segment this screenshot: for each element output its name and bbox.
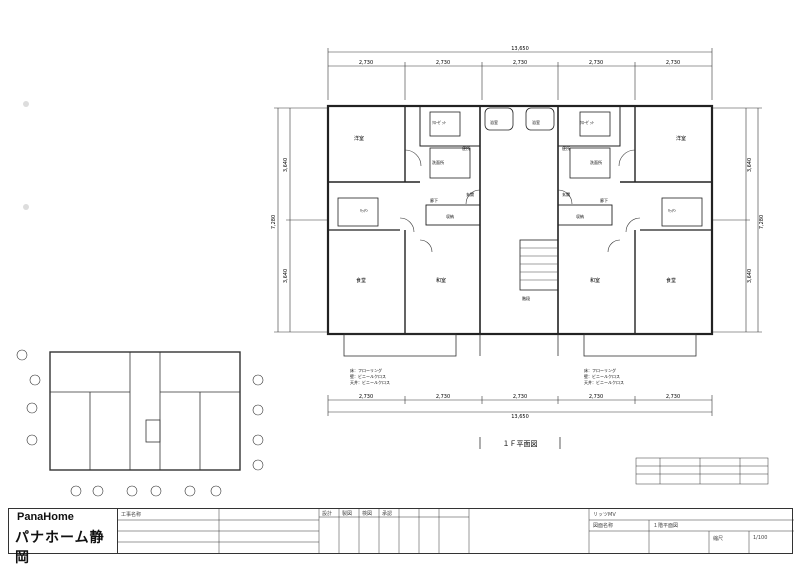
room-label-closet-right: ｸﾛｰｾﾞｯﾄ	[580, 119, 594, 125]
top-dimension-lines	[327, 48, 713, 100]
finish-note-2: 壁：ビニールクロス	[350, 373, 386, 379]
room-label-stair: 階段	[522, 295, 530, 301]
room-label-dining-left: 食堂	[356, 277, 366, 284]
room-label-entrance-right: 玄関	[562, 191, 570, 197]
tb-drafting: 製図	[342, 511, 353, 517]
dim-top-total: 13,650	[511, 46, 529, 52]
dim-top-seg-5: 2,730	[666, 60, 680, 66]
finish-note-4: 床：フローリング	[584, 367, 616, 373]
room-label-entrance-left: 玄関	[466, 191, 474, 197]
room-label-bath-left: 浴室	[490, 119, 498, 125]
room-label-upper-right: 洋室	[676, 135, 686, 142]
room-label-dining-right: 食堂	[666, 277, 676, 284]
dim-left-total: 7,280	[271, 215, 277, 229]
punch-hole-top	[23, 101, 29, 107]
key-plan-grid-markers	[16, 349, 264, 497]
room-label-closet-left: ｸﾛｰｾﾞｯﾄ	[432, 119, 446, 125]
stair-treads	[520, 247, 558, 281]
room-label-kitchen-right: ｷｯﾁﾝ	[668, 208, 676, 213]
finish-note-3: 天井：ビニールクロス	[350, 379, 390, 385]
room-label-wash-right: 洗面所	[590, 159, 602, 165]
dim-top-seg-3: 2,730	[513, 60, 527, 66]
room-label-bath-right: 浴室	[532, 119, 540, 125]
tb-drawing-name-label: 図面名称	[593, 523, 614, 529]
floor-plan-walls	[326, 104, 714, 336]
dim-left-seg-2: 3,640	[283, 269, 289, 283]
dim-top-seg-2: 2,730	[436, 60, 450, 66]
tb-scale-label: 縮尺	[713, 536, 724, 542]
revision-table	[635, 457, 769, 485]
tb-design: 設計	[322, 511, 333, 517]
finish-note-1: 床：フローリング	[350, 367, 382, 373]
room-label-japanese-left: 和室	[436, 277, 446, 284]
room-label-kitchen-left: ｷｯﾁﾝ	[360, 208, 368, 213]
dim-bottom-total: 13,650	[511, 414, 529, 420]
dim-top-seg-4: 2,730	[589, 60, 603, 66]
room-label-hall-left: 廊下	[430, 197, 438, 203]
room-label-hall-right: 廊下	[600, 197, 608, 203]
room-label-storage-right: 収納	[576, 213, 584, 219]
room-label-wash-left: 洗面所	[432, 159, 444, 165]
punch-hole-bottom	[23, 204, 29, 210]
room-label-japanese-right: 和室	[590, 277, 600, 284]
tb-scale-value: 1/100	[753, 535, 768, 541]
dim-bottom-seg-3: 2,730	[513, 394, 527, 400]
dim-top-seg-1: 2,730	[359, 60, 373, 66]
bottom-dimension-lines	[327, 395, 713, 416]
finish-note-5: 壁：ビニールクロス	[584, 373, 620, 379]
tb-product: リッツMV	[593, 512, 616, 518]
tb-approval: 承認	[382, 511, 393, 517]
dim-right-seg-2: 3,640	[747, 269, 753, 283]
room-label-upper-left: 洋室	[354, 135, 364, 142]
brand-name: パナホーム静岡	[15, 530, 105, 566]
dim-bottom-seg-1: 2,730	[359, 394, 373, 400]
left-dimension-lines	[274, 107, 328, 333]
dim-bottom-seg-5: 2,730	[666, 394, 680, 400]
room-label-toilet-left: 便所	[462, 145, 470, 151]
title-block-grid	[117, 509, 794, 553]
dim-right-total: 7,280	[759, 215, 765, 229]
dim-bottom-seg-2: 2,730	[436, 394, 450, 400]
balconies	[343, 333, 697, 357]
finish-note-6: 天井：ビニールクロス	[584, 379, 624, 385]
drawing-title: １Ｆ平面図	[503, 440, 538, 448]
dim-right-seg-1: 3,640	[747, 158, 753, 172]
tb-project-name: 工事名称	[121, 512, 142, 518]
room-label-toilet-right: 便所	[562, 145, 570, 151]
brand-logo: PanaHome	[17, 511, 74, 523]
dim-left-seg-1: 3,640	[283, 158, 289, 172]
tb-plan-name: １階平面図	[653, 523, 679, 529]
tb-check: 検図	[362, 511, 373, 517]
right-dimension-lines	[712, 107, 762, 333]
door-swings	[399, 149, 641, 253]
dim-bottom-seg-4: 2,730	[589, 394, 603, 400]
key-plan	[49, 351, 241, 471]
room-label-storage-left: 収納	[446, 213, 454, 219]
title-block: PanaHome パナホーム静岡 工事名称 設計 製図 検	[8, 508, 794, 566]
